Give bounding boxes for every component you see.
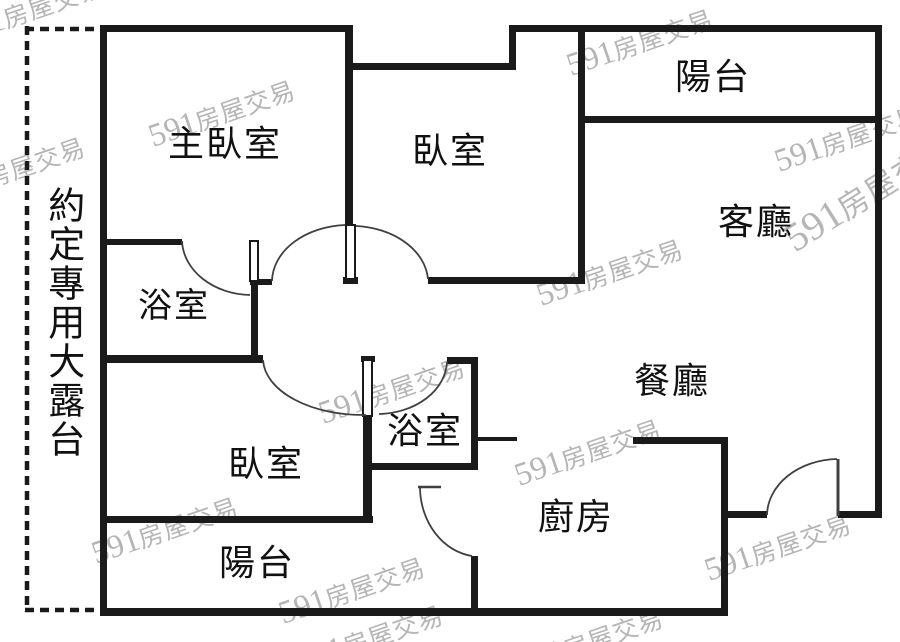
walls	[100, 25, 882, 616]
wall-balcony-top-left	[578, 25, 585, 284]
bathroom-top-door-leaf	[249, 240, 259, 282]
wall-top-step	[509, 25, 516, 70]
bathroom-top-door-arc	[181, 240, 251, 296]
bedroom-bottom-door-arc	[262, 359, 367, 416]
room-label-bathroom-top: 浴室	[138, 288, 210, 325]
room-label-dining-room: 餐廳	[633, 361, 711, 401]
entry-door-arc	[766, 458, 838, 516]
door-arcs	[181, 224, 840, 557]
wall-bathroom-top-top	[100, 239, 182, 245]
bathroom-bottom-door-arc	[378, 361, 448, 415]
wall-bedroom2-bottom	[428, 277, 585, 284]
bedroom-top-door-arc	[355, 225, 429, 280]
wall-kitchen-right	[721, 437, 728, 613]
door-leaves	[249, 224, 373, 417]
center-door-hinge-cap	[343, 277, 358, 284]
wall-outer-top-right	[509, 25, 882, 32]
wall-bathroom-bottom-top	[447, 357, 478, 364]
wall-balcony-top-bottom	[578, 116, 882, 123]
terrace-note-label: 約定專用大露台	[41, 186, 83, 459]
center-doors-leaf	[345, 224, 356, 280]
room-label-balcony-bottom: 陽台	[218, 543, 296, 583]
wall-entry-stub-right	[838, 511, 882, 518]
wall-bathroom-top-bottom	[100, 355, 263, 363]
master-bedroom-door-arc	[271, 224, 346, 282]
wall-kitchen-door-jamb	[471, 556, 478, 613]
wall-bathroom-bottom-bottom	[365, 463, 478, 470]
room-label-balcony-top: 陽台	[674, 57, 752, 97]
wall-dining-stub	[478, 437, 517, 441]
bedroom-bottom-door-leaf	[362, 359, 373, 417]
wall-entry-stub-left	[728, 511, 767, 518]
room-label-bedroom-bottom: 臥室	[227, 444, 305, 484]
room-label-living-room: 客廳	[717, 202, 795, 242]
wall-bathroom-bottom-right	[471, 357, 478, 470]
room-label-bedroom-top: 臥室	[411, 131, 489, 171]
wall-outer-left	[100, 25, 107, 616]
wall-bathroom-top-right	[251, 283, 258, 358]
wall-kitchen-top	[633, 437, 728, 444]
wall-outer-right	[875, 25, 882, 518]
wall-top-master	[100, 25, 353, 32]
kitchen-door-arc	[419, 487, 473, 557]
wall-bedroom2-top	[345, 63, 516, 70]
room-label-master-bedroom: 主臥室	[167, 124, 283, 164]
wall-bedroom-bottom-bottom	[100, 516, 373, 523]
room-label-kitchen: 廚房	[537, 497, 615, 537]
wall-hall-stub	[250, 279, 272, 285]
room-label-bathroom-bottom: 浴室	[386, 411, 464, 451]
wall-master-bedroom2-divider	[345, 25, 353, 225]
terrace-dashed-boundary	[24, 26, 100, 613]
wall-outer-bottom	[100, 608, 728, 616]
